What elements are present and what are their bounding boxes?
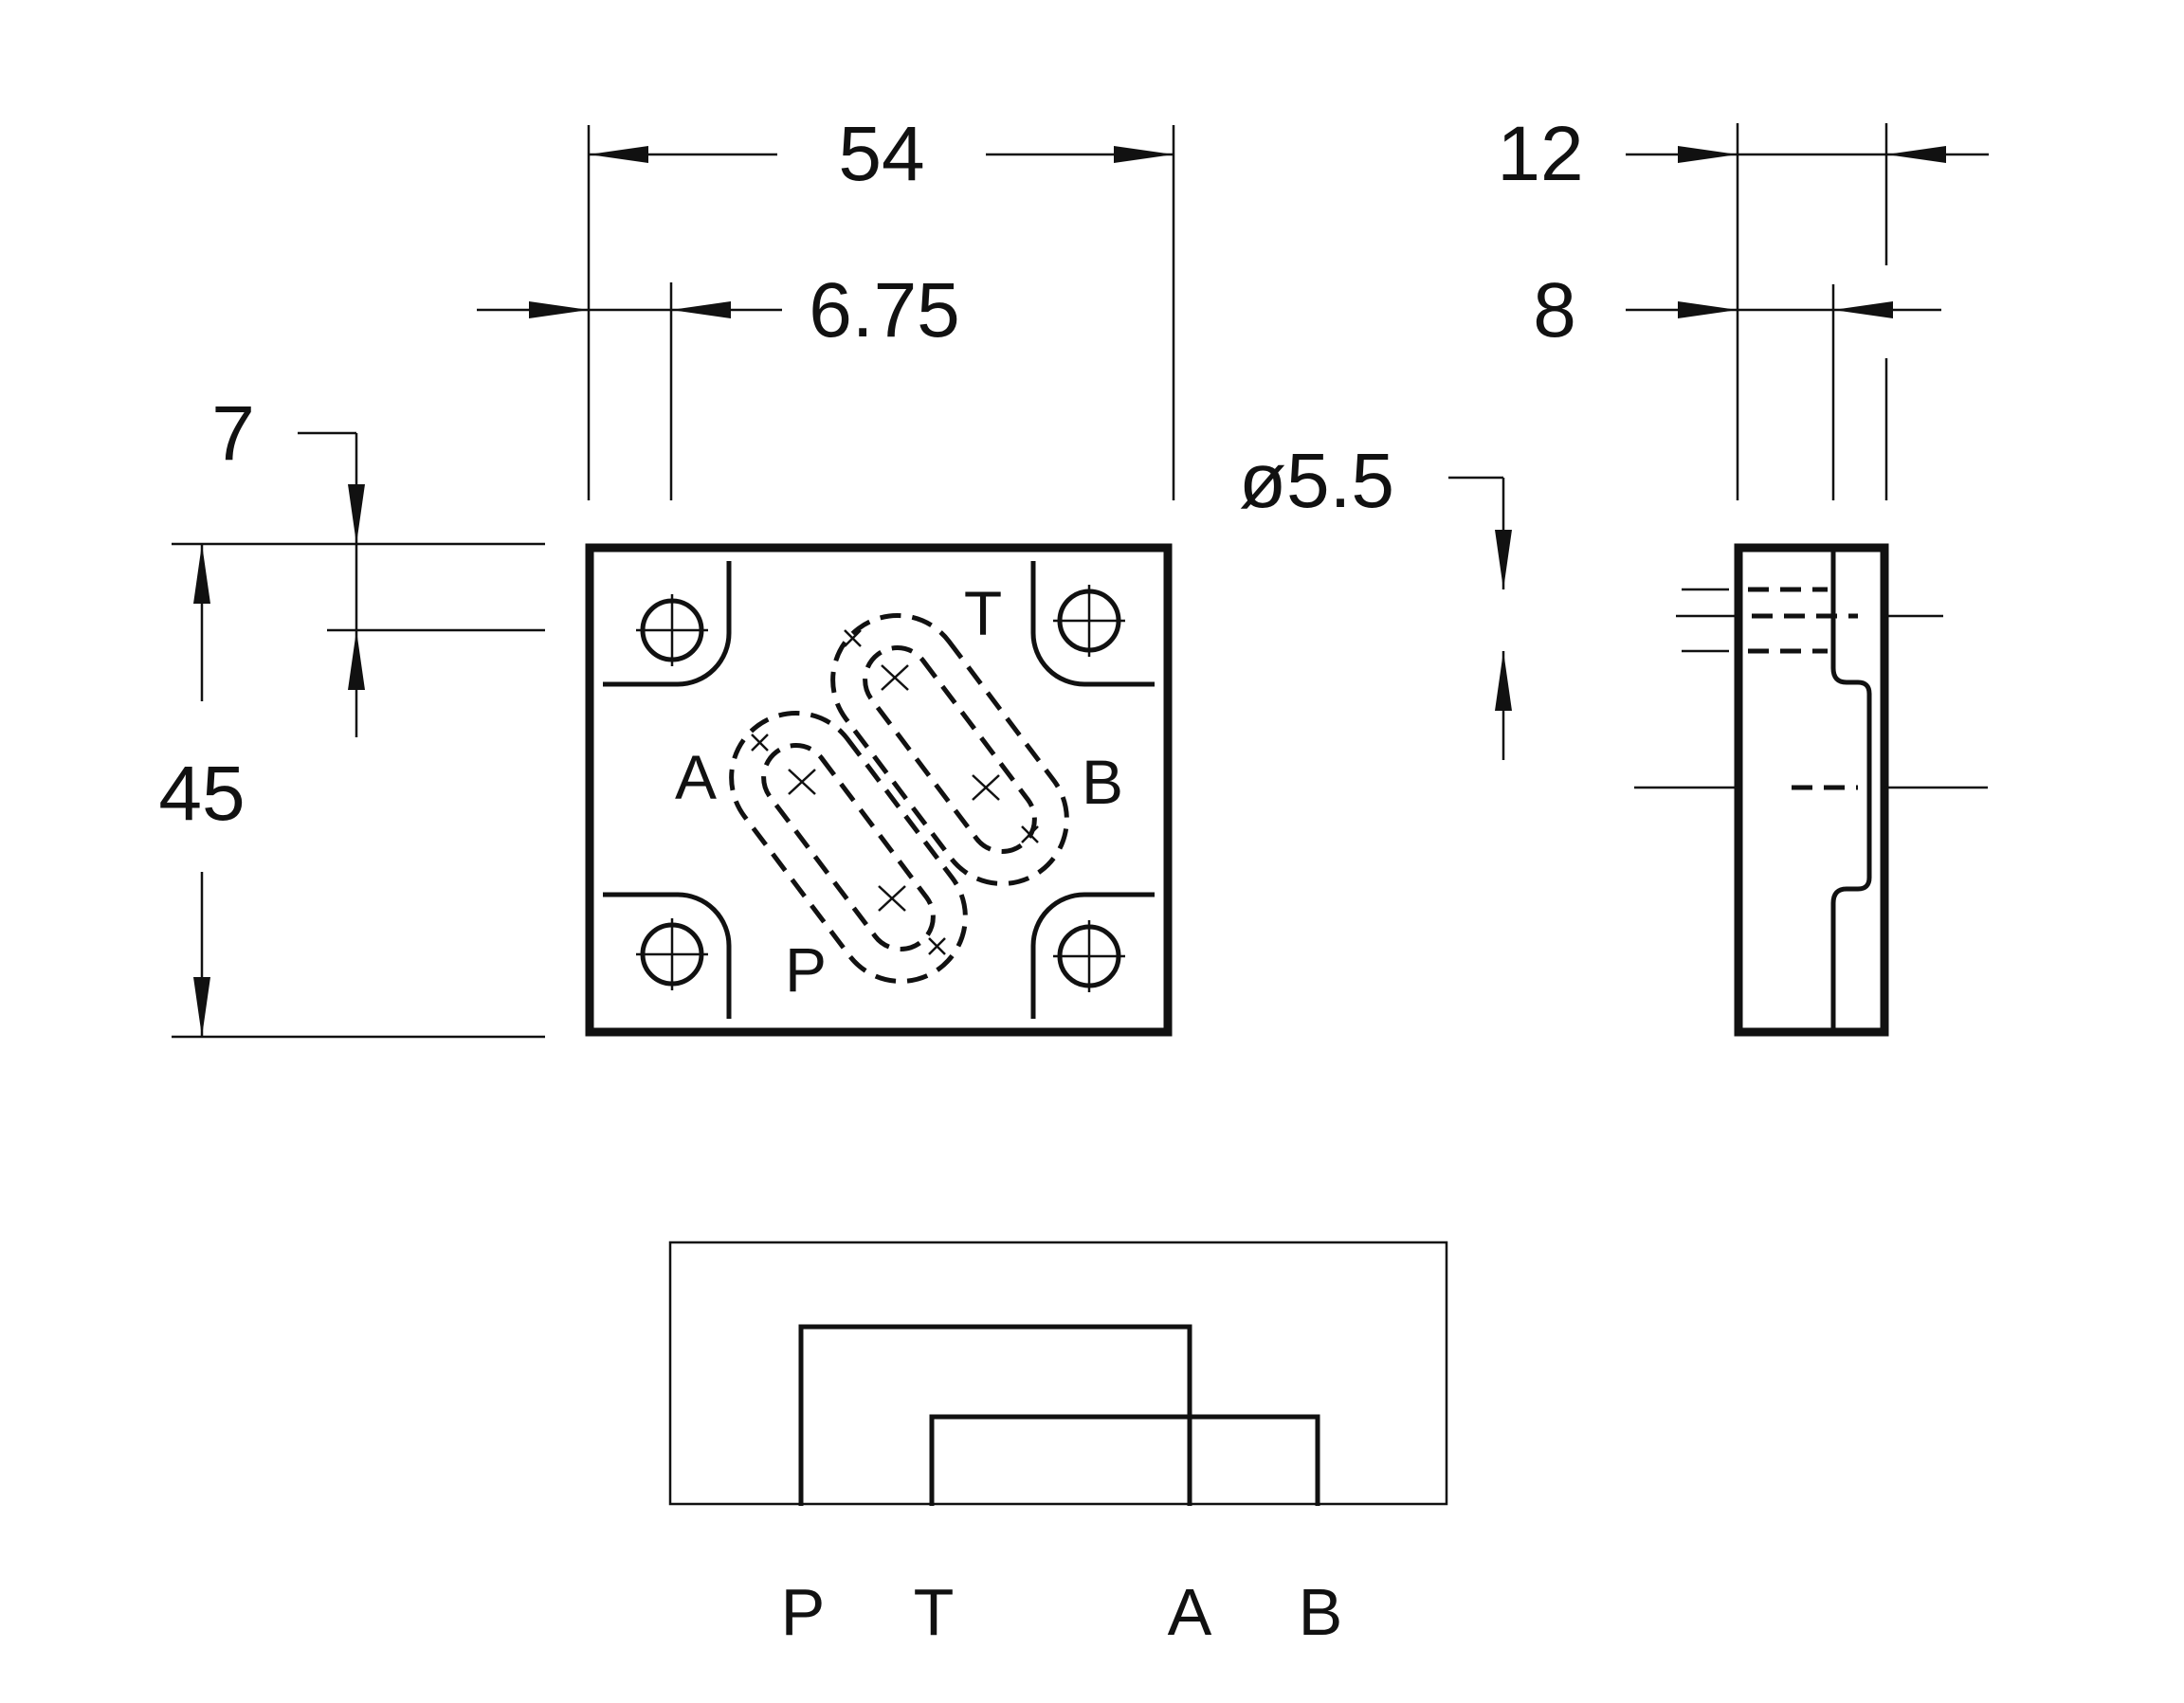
dimension-hole-diameter-label: ø5.5 [1239, 438, 1394, 524]
symbol-channel-t-b [929, 1414, 1320, 1506]
hidden-slot-t-b [830, 613, 1069, 886]
dimension-hole-offset-y: 7 [172, 390, 545, 737]
port-label-b: B [1082, 747, 1123, 817]
dimension-hole-offset-y-label: 7 [211, 390, 255, 477]
hydraulic-symbol: P T A B [668, 1241, 1448, 1649]
mounting-hole-bottom-left [636, 918, 708, 990]
front-view-outline [585, 543, 1173, 1037]
mounting-hole-bottom-right [1053, 920, 1125, 992]
front-view: T A B P [585, 543, 1173, 1037]
port-label-a: A [675, 742, 717, 812]
mounting-hole-top-right [1053, 585, 1125, 657]
symbol-port-a: A [1168, 1575, 1212, 1649]
dimension-hole-offset-x-label: 6.75 [809, 267, 960, 353]
dimension-height: 45 [158, 544, 545, 1039]
dimension-port-depth-label: 8 [1533, 267, 1576, 353]
corner-recess-bottom-right [1030, 892, 1155, 1019]
dimension-width: 54 [587, 111, 1175, 500]
port-center-marks [751, 629, 1039, 955]
side-view [1634, 543, 1988, 1037]
port-label-p: P [785, 934, 827, 1005]
dimension-port-depth: 8 [1533, 267, 1941, 500]
dimension-width-label: 54 [838, 111, 924, 197]
side-view-port-relief [1830, 552, 1872, 1028]
hidden-slot-p-a [729, 711, 968, 984]
side-view-outline [1734, 543, 1889, 1037]
port-label-t: T [964, 578, 1002, 648]
corner-recess-top-right [1030, 561, 1155, 687]
dimension-thickness-label: 12 [1497, 111, 1583, 197]
symbol-port-p: P [781, 1575, 826, 1649]
symbol-port-b: B [1299, 1575, 1343, 1649]
dimension-thickness: 12 [1497, 111, 1989, 500]
mounting-hole-top-left [636, 594, 708, 666]
corner-recess-top-left [603, 561, 732, 687]
dimension-height-label: 45 [158, 751, 245, 837]
dimension-hole-offset-x: 6.75 [477, 267, 960, 500]
symbol-port-t: T [914, 1575, 955, 1649]
corner-recess-bottom-left [603, 892, 732, 1019]
dimension-hole-diameter: ø5.5 [1239, 438, 1512, 760]
symbol-frame [668, 1241, 1448, 1506]
